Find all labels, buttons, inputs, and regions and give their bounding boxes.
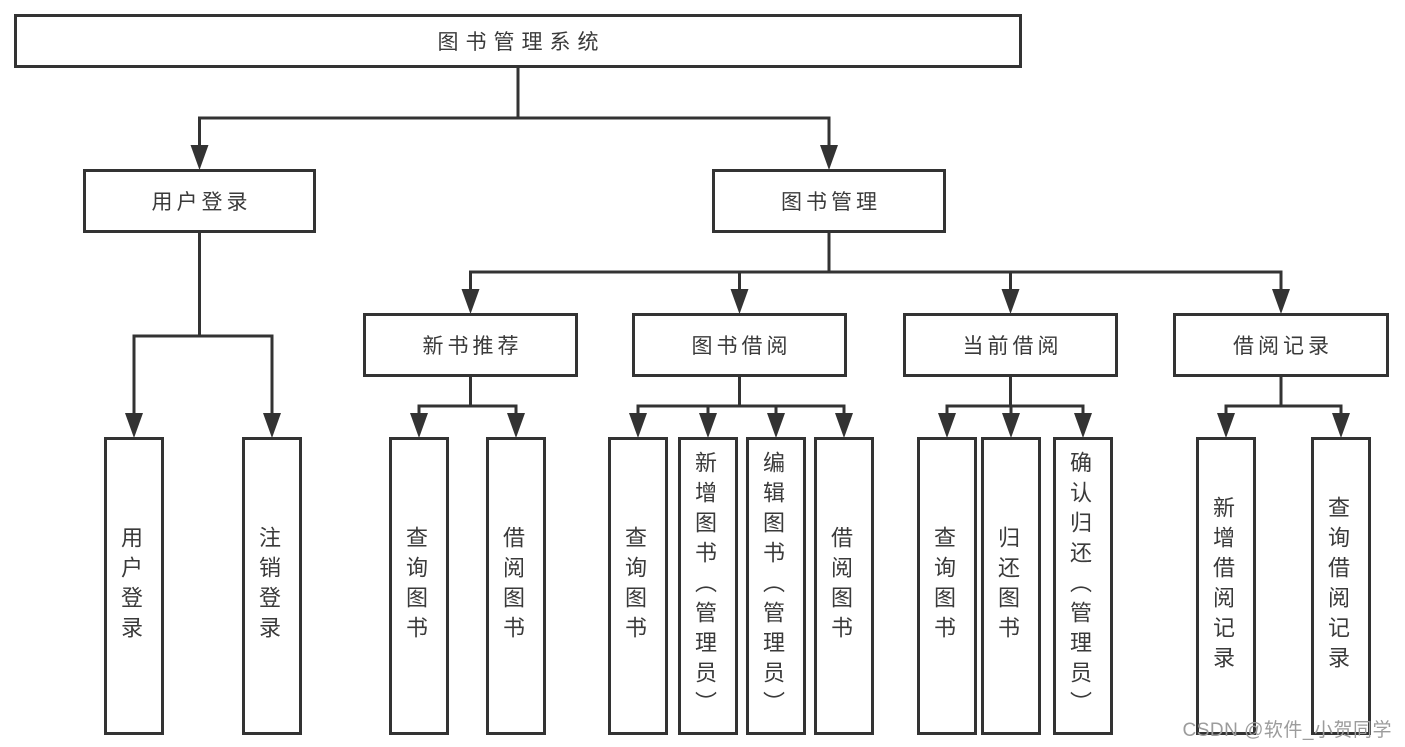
node-label-r1: 新增借阅记录: [1210, 496, 1235, 676]
node-label-u1: 用户登录: [118, 526, 143, 646]
node-label-c3: 确认归还（管理员）: [1067, 451, 1092, 721]
node-r2: 查询借阅记录: [1311, 437, 1371, 735]
node-label-user-login: 用户登录: [151, 191, 252, 214]
node-label-c2: 归还图书: [995, 526, 1020, 646]
node-current-borrow: 当前借阅: [903, 313, 1118, 377]
node-label-b3: 编辑图书（管理员）: [760, 451, 785, 721]
node-root: 图书管理系统: [14, 14, 1022, 68]
node-c1: 查询图书: [917, 437, 977, 735]
node-u2: 注销登录: [242, 437, 302, 735]
node-c2: 归还图书: [981, 437, 1041, 735]
node-label-u2: 注销登录: [256, 526, 281, 646]
node-label-r2: 查询借阅记录: [1325, 496, 1350, 676]
node-b1: 查询图书: [608, 437, 668, 735]
node-new-book-rec: 新书推荐: [363, 313, 578, 377]
node-label-new-book-rec: 新书推荐: [422, 335, 523, 358]
node-label-borrow-records: 借阅记录: [1233, 335, 1333, 358]
node-label-book-mgmt: 图书管理: [781, 191, 881, 214]
node-label-root: 图书管理系统: [437, 31, 606, 54]
node-label-n2: 借阅图书: [500, 526, 525, 646]
node-n2: 借阅图书: [486, 437, 546, 735]
node-label-c1: 查询图书: [931, 526, 956, 646]
node-label-n1: 查询图书: [403, 526, 428, 646]
node-b3: 编辑图书（管理员）: [746, 437, 806, 735]
node-b2: 新增图书（管理员）: [678, 437, 738, 735]
node-c3: 确认归还（管理员）: [1053, 437, 1113, 735]
node-user-login: 用户登录: [83, 169, 316, 233]
node-book-mgmt: 图书管理: [712, 169, 946, 233]
node-label-book-borrow: 图书借阅: [691, 335, 792, 358]
node-r1: 新增借阅记录: [1196, 437, 1256, 735]
node-u1: 用户登录: [104, 437, 164, 735]
node-book-borrow: 图书借阅: [632, 313, 847, 377]
node-b4: 借阅图书: [814, 437, 874, 735]
node-n1: 查询图书: [389, 437, 449, 735]
node-label-b4: 借阅图书: [828, 526, 853, 646]
node-label-b2: 新增图书（管理员）: [692, 451, 717, 721]
node-label-b1: 查询图书: [622, 526, 647, 646]
node-borrow-records: 借阅记录: [1173, 313, 1389, 377]
watermark: CSDN @软件_小贺同学: [1182, 720, 1392, 741]
node-label-current-borrow: 当前借阅: [962, 335, 1063, 358]
